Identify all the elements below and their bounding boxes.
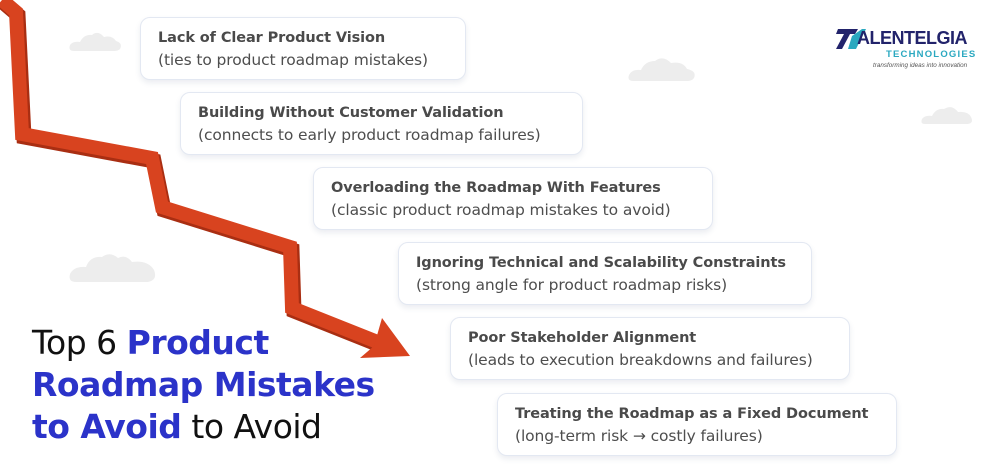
mistake-subtitle: (ties to product roadmap mistakes) [158, 51, 428, 69]
brand-name: ALENTELGIA [857, 28, 968, 48]
mistake-title: Overloading the Roadmap With Features [331, 180, 661, 196]
mistake-card-1: Lack of Clear Product Vision (ties to pr… [140, 17, 466, 80]
headline-line-1: Top 6 Product [32, 322, 375, 364]
mistake-card-5: Poor Stakeholder Alignment (leads to exe… [450, 317, 850, 380]
mistake-card-6: Treating the Roadmap as a Fixed Document… [497, 393, 897, 456]
descending-arrow-icon [0, 0, 410, 358]
mistake-title: Building Without Customer Validation [198, 105, 504, 121]
page-title: Top 6 Product Roadmap Mistakes to Avoid … [32, 322, 375, 448]
headline-suffix: to Avoid [181, 407, 322, 446]
headline-line-2: Roadmap Mistakes [32, 364, 375, 406]
mistake-card-4: Ignoring Technical and Scalability Const… [398, 242, 812, 305]
mistake-title: Poor Stakeholder Alignment [468, 330, 697, 346]
headline-prefix: Top 6 [32, 323, 127, 362]
headline-highlight: to Avoid [32, 407, 182, 446]
mistake-subtitle: (connects to early product roadmap failu… [198, 126, 541, 144]
logo-t-mark-icon [836, 29, 866, 49]
cloud-icon [69, 254, 156, 282]
brand-sub: TECHNOLOGIES [886, 49, 977, 60]
mistake-card-3: Overloading the Roadmap With Features (c… [313, 167, 713, 230]
mistake-subtitle: (classic product roadmap mistakes to avo… [331, 201, 671, 219]
brand-tagline: transforming ideas into innovation [873, 62, 968, 69]
cloud-icon [69, 32, 121, 51]
mistake-subtitle: (strong angle for product roadmap risks) [416, 276, 728, 294]
headline-highlight: Product [126, 323, 270, 362]
cloud-icon [628, 58, 695, 81]
cloud-icon [921, 107, 972, 124]
mistake-card-2: Building Without Customer Validation (co… [180, 92, 583, 155]
mistake-title: Lack of Clear Product Vision [158, 30, 386, 46]
mistake-title: Ignoring Technical and Scalability Const… [416, 255, 786, 271]
headline-highlight: Roadmap Mistakes [32, 365, 375, 404]
mistake-subtitle: (long-term risk → costly failures) [515, 427, 763, 445]
mistake-subtitle: (leads to execution breakdowns and failu… [468, 351, 813, 369]
brand-logo: ALENTELGIA TECHNOLOGIES transforming ide… [836, 27, 986, 77]
headline-line-3: to Avoid to Avoid [32, 406, 375, 448]
mistake-title: Treating the Roadmap as a Fixed Document [515, 406, 869, 422]
